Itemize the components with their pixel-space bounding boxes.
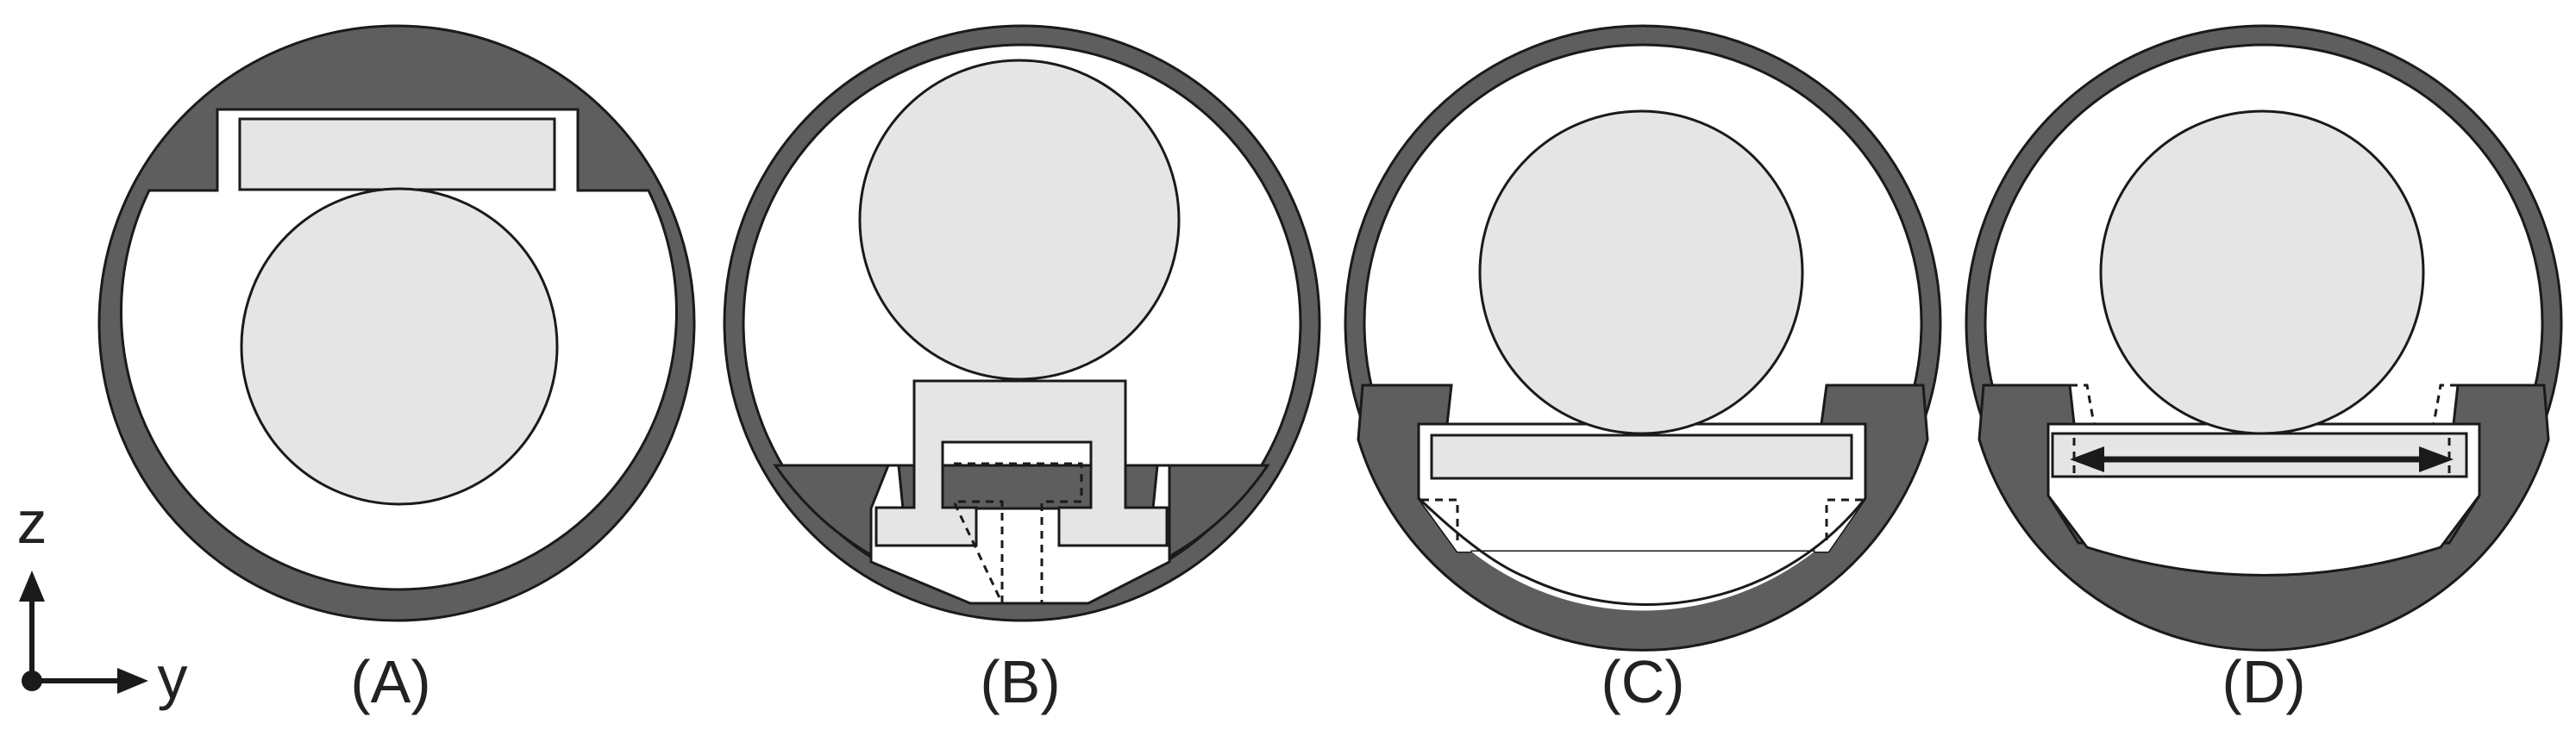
- panel-d-label: (D): [2222, 648, 2305, 715]
- panel-a-plate: [238, 117, 556, 191]
- panel-b: (B): [723, 24, 1321, 715]
- y-axis-label: y: [158, 644, 188, 711]
- z-axis-label: z: [17, 489, 47, 556]
- axis-indicator: z y: [17, 489, 188, 711]
- panel-b-ball: [858, 59, 1181, 381]
- panel-d: (D): [1965, 24, 2563, 715]
- panel-a-label: (A): [350, 648, 430, 715]
- panel-c: (C): [1344, 24, 1942, 715]
- y-axis-arrowhead: [117, 668, 148, 694]
- panel-d-motion-arrowhead-left: [2070, 446, 2104, 472]
- panel-b-pedestal: [874, 379, 1169, 547]
- panel-c-plate: [1430, 433, 1853, 480]
- panel-d-dashed-ledge-right: [2432, 384, 2458, 425]
- panel-b-slot: [869, 464, 1171, 605]
- panel-c-label: (C): [1601, 648, 1684, 715]
- panel-c-bottom-arc: [1417, 496, 1867, 606]
- panel-d-floor-wall: [1977, 384, 2550, 652]
- panel-b-dashed-stem: [951, 462, 1083, 604]
- panel-b-label: (B): [980, 648, 1060, 715]
- panel-d-motion-arrowhead-right: [2419, 446, 2454, 472]
- panel-a: (A): [97, 24, 696, 715]
- panel-d-plate: [2051, 432, 2468, 478]
- z-axis-arrowhead: [19, 571, 45, 602]
- panel-c-floor-wall: [1357, 384, 1929, 652]
- panel-d-dashed-ledge-left: [2070, 384, 2096, 425]
- panel-d-ball: [2099, 109, 2425, 435]
- axis-origin-dot: [22, 671, 42, 691]
- panel-a-ball: [240, 187, 559, 506]
- panel-c-ball: [1478, 109, 1804, 435]
